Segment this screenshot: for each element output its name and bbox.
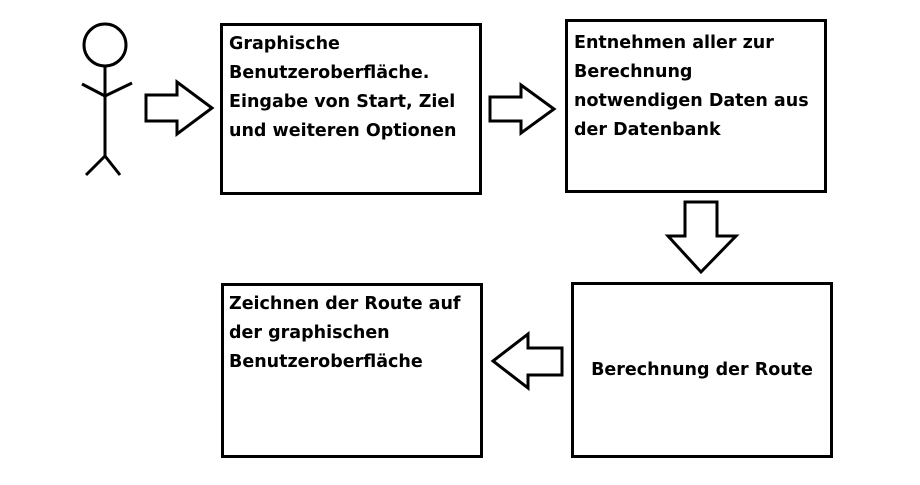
arrow-compute-to-draw: [490, 330, 564, 392]
arrow-fetch-to-compute: [664, 200, 740, 275]
step-text-line: Benutzeroberfläche: [229, 352, 423, 372]
step-box-compute-route: Berechnung der Route: [571, 282, 833, 458]
step-text-line: Entnehmen aller zur: [574, 33, 774, 53]
step-text-line: Benutzeroberfläche.: [229, 63, 430, 83]
step-text-compute-route: Berechnung der Route: [591, 356, 813, 385]
step-text-line: der Datenbank: [574, 120, 721, 140]
step-text-line: Berechnung der Route: [591, 359, 813, 380]
arrow-actor-to-gui: [144, 79, 215, 137]
step-text-line: und weiteren Optionen: [229, 121, 457, 141]
step-text-line: Graphische: [229, 34, 340, 54]
step-text-line: der graphischen: [229, 323, 390, 343]
step-text-line: Eingabe von Start, Ziel: [229, 92, 456, 112]
step-text-line: Berechnung: [574, 62, 693, 82]
step-text-line: notwendigen Daten aus: [574, 91, 809, 111]
step-text-line: Zeichnen der Route auf: [229, 294, 461, 314]
arrow-gui-to-fetch: [488, 82, 557, 136]
stick-figure-user-icon: [81, 22, 133, 177]
